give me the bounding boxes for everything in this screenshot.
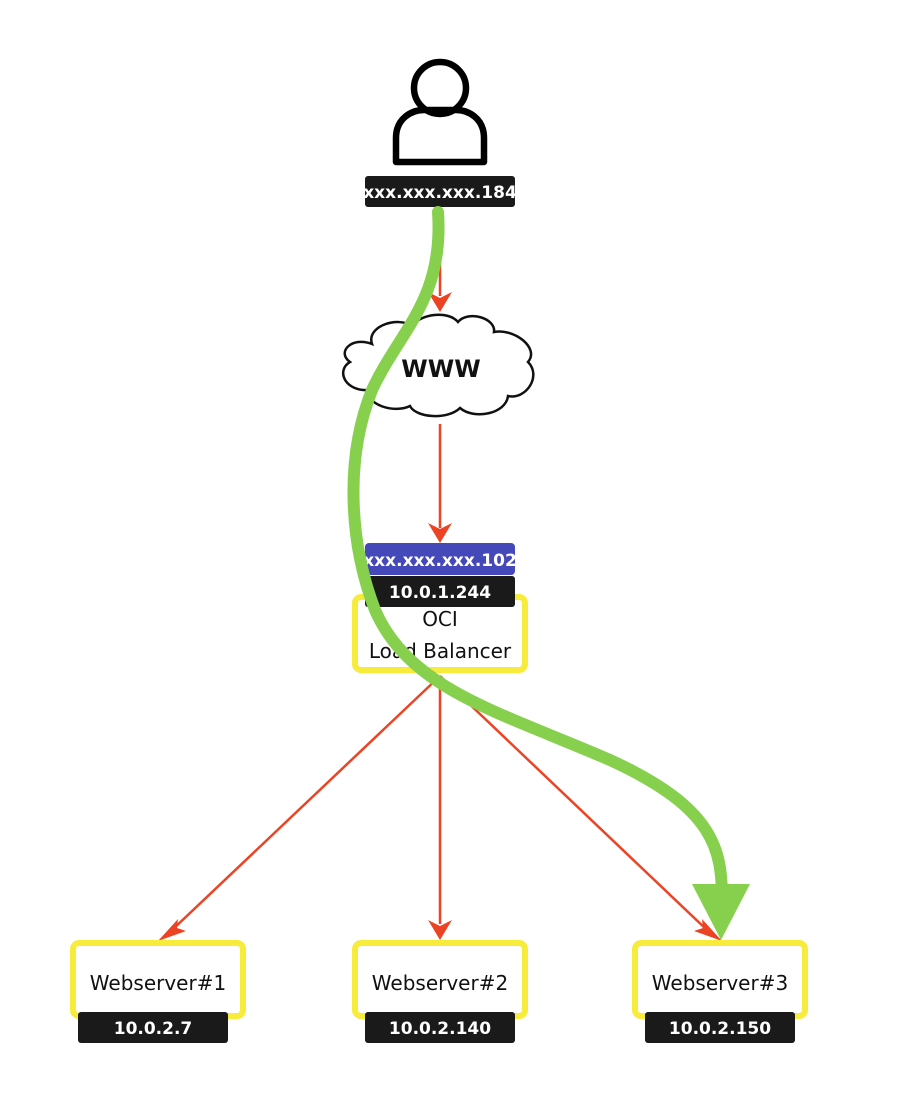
load-balancer-private-ip: 10.0.1.244 xyxy=(389,583,491,603)
webserver-node-3: Webserver#3 xyxy=(632,940,808,1019)
edge-client-to-internet-arrowhead xyxy=(428,292,452,312)
webserver-ip-badge-2: 10.0.2.140 xyxy=(365,1012,515,1043)
client-ip-badge: xxx.xxx.xxx.184 xyxy=(363,176,517,207)
edge-lb-to-webserver-1-arrowhead xyxy=(158,919,186,941)
user-icon xyxy=(392,58,488,166)
webserver-name: Webserver#2 xyxy=(372,971,508,995)
webserver-ip: 10.0.2.150 xyxy=(669,1019,771,1039)
connection-edges xyxy=(158,212,722,941)
webserver-ip-badge-3: 10.0.2.150 xyxy=(645,1012,795,1043)
load-balancer-private-ip-badge: 10.0.1.244 xyxy=(365,576,515,607)
edge-internet-to-lb-arrowhead xyxy=(428,523,452,543)
edge-lb-to-webserver-3 xyxy=(439,675,709,932)
load-balancer-public-ip: xxx.xxx.xxx.102 xyxy=(363,551,517,571)
load-balancer-name-line1: OCI xyxy=(422,607,458,631)
internet-label: WWW xyxy=(401,355,480,383)
edge-lb-to-webserver-1 xyxy=(170,675,441,932)
edge-lb-to-webserver-2-arrowhead xyxy=(428,920,452,940)
webserver-name: Webserver#3 xyxy=(652,971,788,995)
load-balancer-public-ip-badge: xxx.xxx.xxx.102 xyxy=(363,543,517,575)
webserver-ip: 10.0.2.140 xyxy=(389,1019,491,1039)
highlighted-flow-arrowhead xyxy=(692,884,750,940)
webserver-ip: 10.0.2.7 xyxy=(114,1019,193,1039)
webserver-node-1: Webserver#1 xyxy=(70,940,246,1019)
webserver-name: Webserver#1 xyxy=(90,971,226,995)
highlighted-flow-path xyxy=(347,206,750,940)
client-ip: xxx.xxx.xxx.184 xyxy=(363,183,517,203)
cloud-icon: WWW xyxy=(341,313,535,418)
edge-lb-to-webserver-3-arrowhead xyxy=(694,919,722,941)
webserver-node-2: Webserver#2 xyxy=(352,940,528,1019)
webserver-ip-badge-1: 10.0.2.7 xyxy=(78,1012,228,1043)
